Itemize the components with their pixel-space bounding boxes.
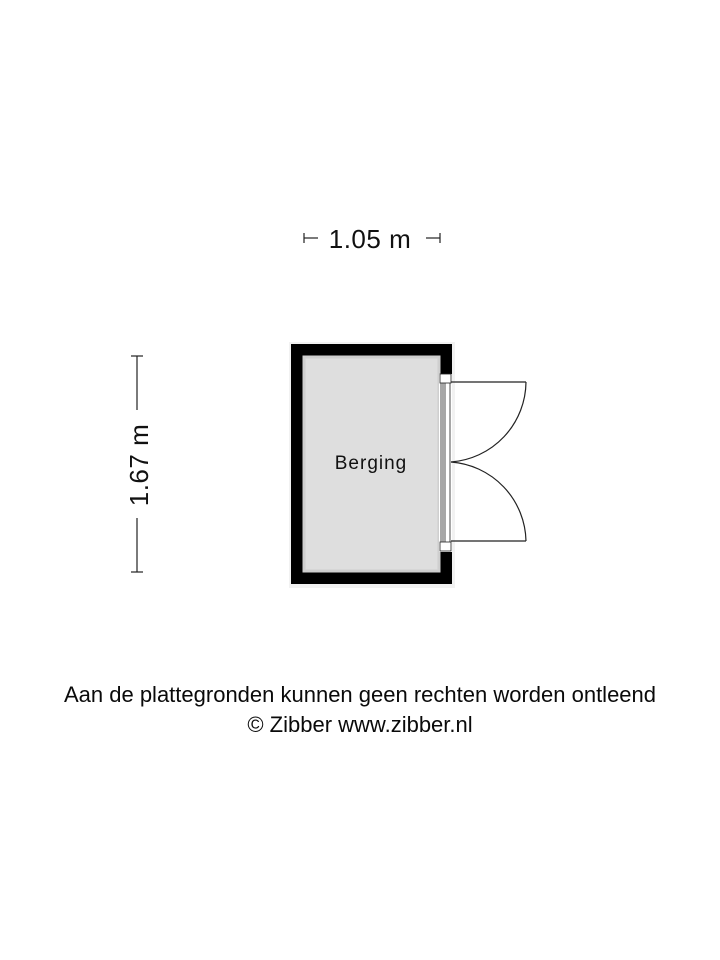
width-dimension-line — [303, 233, 441, 243]
width-dimension: 1.05 m — [290, 222, 450, 256]
door-opening — [439, 374, 452, 552]
disclaimer-text: Aan de plattegronden kunnen geen rechten… — [63, 682, 657, 707]
footer: Aan de plattegronden kunnen geen rechten… — [0, 680, 720, 740]
width-dimension-label: 1.05 m — [328, 224, 412, 254]
door-leaves — [440, 383, 451, 542]
height-dimension-line — [131, 355, 143, 573]
door-frame-bottom — [439, 541, 452, 552]
door-swing-arcs — [450, 381, 527, 542]
copyright-text: © Zibber www.zibber.nl — [247, 712, 473, 737]
room-floor-berging — [304, 357, 439, 571]
door-frame-top — [439, 373, 452, 384]
room-label-berging: Berging — [334, 453, 408, 474]
height-dimension-label: 1.67 m — [124, 423, 154, 507]
